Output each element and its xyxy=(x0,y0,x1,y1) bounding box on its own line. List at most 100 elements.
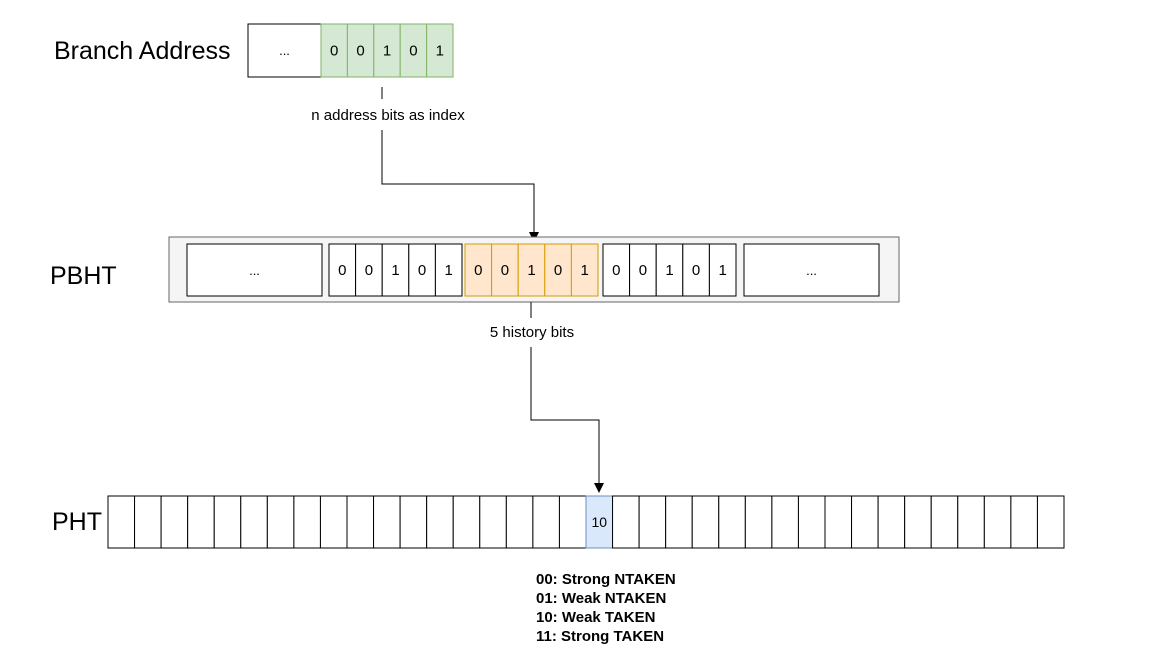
legend-item: 01: Weak NTAKEN xyxy=(536,590,667,607)
pbht-entry-cell xyxy=(517,243,546,297)
branch-address-bit: 0 xyxy=(330,43,338,60)
pbht-entry-bit: 1 xyxy=(581,262,589,279)
pht-cell xyxy=(532,495,560,549)
pbht-entry-cell xyxy=(355,243,383,297)
branch-address-bit: 1 xyxy=(383,43,391,60)
pbht-ellipsis-left-box xyxy=(186,243,323,297)
pht-cell xyxy=(346,495,375,549)
branch-address-register: ... 0 0 1 0 1 xyxy=(247,23,454,78)
pbht-entry: 0 0 1 0 1 xyxy=(602,243,737,297)
pbht-ellipsis-left: ... xyxy=(249,263,260,278)
pht-cell xyxy=(266,495,295,549)
pht-cell xyxy=(851,495,879,549)
pht-cell xyxy=(1036,495,1065,549)
pht-cell xyxy=(904,495,932,549)
pht-cell-selected xyxy=(585,495,614,549)
pbht-entry-bit: 0 xyxy=(418,262,426,279)
branch-address-cell xyxy=(426,23,454,78)
pht-cell xyxy=(718,495,746,549)
pht-cell xyxy=(160,495,189,549)
pht-selected-value: 10 xyxy=(591,514,607,530)
pbht-entry-cell xyxy=(328,243,357,297)
pht-cell xyxy=(319,495,348,549)
pht-cell xyxy=(134,495,162,549)
pht-cell xyxy=(665,495,693,549)
pht-cell xyxy=(771,495,799,549)
pbht-entry-bit: 1 xyxy=(391,262,399,279)
pbht-entry-cell xyxy=(570,243,599,297)
pbht-entry-bit: 0 xyxy=(692,262,700,279)
branch-address-cell xyxy=(320,23,348,78)
pht-cell xyxy=(373,495,401,549)
branch-address-index-bits: 0 0 1 0 1 xyxy=(320,23,454,78)
pbht-entry-selected: 0 0 1 0 1 xyxy=(464,243,599,297)
legend-item: 10: Weak TAKEN xyxy=(536,609,656,626)
pbht-entry-cell xyxy=(682,243,710,297)
pht-cell xyxy=(505,495,534,549)
pbht-entry-bit: 0 xyxy=(612,262,620,279)
pht-cell xyxy=(744,495,773,549)
pbht-entry-bit: 0 xyxy=(501,262,509,279)
pht-cell xyxy=(957,495,985,549)
pht-cell xyxy=(213,495,242,549)
pht-cell xyxy=(240,495,268,549)
pht-cell xyxy=(479,495,507,549)
pbht-entry-cell xyxy=(434,243,463,297)
index-note: n address bits as index xyxy=(311,107,465,124)
pbht-entry-bit: 0 xyxy=(338,262,346,279)
pbht-entry-cell xyxy=(491,243,519,297)
pbht-entry-bit: 1 xyxy=(527,262,535,279)
pbht-entry-bit: 0 xyxy=(554,262,562,279)
pht-cell xyxy=(452,495,481,549)
branch-address-bit: 0 xyxy=(356,43,364,60)
pht-label: PHT xyxy=(52,508,102,536)
history-arrow xyxy=(530,302,604,493)
pht-cell xyxy=(107,495,136,549)
index-arrow xyxy=(381,87,539,242)
pbht-entry-cell xyxy=(408,243,436,297)
branch-address-upper-bits xyxy=(247,23,322,78)
pbht-entry-bit: 0 xyxy=(474,262,482,279)
pht-cell xyxy=(293,495,321,549)
pht-cell xyxy=(187,495,215,549)
pbht-entry-cell xyxy=(464,243,493,297)
pht-cell xyxy=(691,495,720,549)
pbht-entry-bit: 1 xyxy=(719,262,727,279)
branch-address-ellipsis: ... xyxy=(279,43,290,58)
pbht-entry-bit: 1 xyxy=(665,262,673,279)
pht-cell xyxy=(399,495,428,549)
pbht-ellipsis-right: ... xyxy=(806,263,817,278)
pht-state-legend: 00: Strong NTAKEN 01: Weak NTAKEN 10: We… xyxy=(536,570,676,646)
pht-cell xyxy=(877,495,906,549)
pht-cell xyxy=(426,495,454,549)
legend-item: 11: Strong TAKEN xyxy=(536,628,665,645)
pbht-entry-cell xyxy=(708,243,737,297)
pht-cell xyxy=(638,495,667,549)
pht-cell xyxy=(612,495,640,549)
pbht-ellipsis-right-box xyxy=(743,243,880,297)
history-note: 5 history bits xyxy=(490,324,574,341)
pbht-entry-cell xyxy=(544,243,572,297)
pht-cell xyxy=(824,495,853,549)
pbht-label: PBHT xyxy=(50,262,117,290)
pbht-entry-cell xyxy=(655,243,684,297)
pbht-entry-cell xyxy=(381,243,410,297)
branch-address-bit: 0 xyxy=(409,43,417,60)
branch-address-cell xyxy=(346,23,375,78)
branch-address-bit: 1 xyxy=(436,43,444,60)
legend-item: 00: Strong NTAKEN xyxy=(536,571,676,588)
pbht-entry-bit: 1 xyxy=(445,262,453,279)
pht-cell xyxy=(1010,495,1038,549)
pht-cell xyxy=(558,495,587,549)
pht-cell xyxy=(797,495,826,549)
pht-cell xyxy=(983,495,1012,549)
branch-address-label: Branch Address xyxy=(54,37,231,65)
pbht-entry-bit: 0 xyxy=(639,262,647,279)
pht-table: 10 xyxy=(107,495,1065,549)
branch-address-cell xyxy=(399,23,428,78)
pht-cell xyxy=(930,495,959,549)
